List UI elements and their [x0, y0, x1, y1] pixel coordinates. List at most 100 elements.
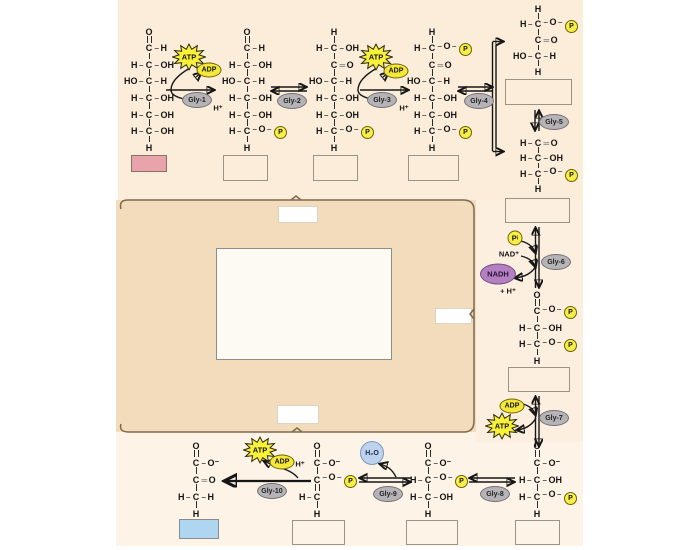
single-bond [246, 119, 248, 126]
single-bond [536, 484, 538, 491]
single-bond [431, 85, 433, 93]
answer-box-4[interactable] [408, 155, 459, 181]
molecule-row: H–C–OH [131, 109, 174, 120]
double-bond [248, 36, 250, 43]
single-bond [333, 135, 335, 143]
single-bond [431, 119, 433, 126]
single-bond [431, 69, 433, 76]
plus-h-label: + H⁺ [500, 286, 516, 296]
answer-box-7[interactable] [508, 367, 570, 392]
molecule-row: H–C–O–P [508, 17, 578, 33]
molecule-row: O [424, 440, 432, 451]
molecule-row: O [145, 26, 153, 37]
molecule-row: H [534, 66, 542, 77]
molecule-row: C–H [243, 43, 265, 54]
single-bond [431, 135, 433, 143]
molecule-row: C–H [145, 43, 167, 54]
answer-box-8[interactable] [515, 520, 560, 545]
molecule-row: H–C–OH [519, 474, 562, 485]
answer-box-pyruvate[interactable] [179, 519, 219, 539]
enzyme-gly-6: Gly-6 [541, 254, 571, 270]
molecule-row: H–C–OH [316, 43, 359, 54]
h-plus-label-3: H⁺ [295, 459, 305, 469]
answer-box-6[interactable] [505, 198, 570, 223]
single-bond [316, 467, 318, 474]
molecule-row: H [533, 508, 541, 519]
single-bond [148, 135, 150, 143]
adp-label-3: ADP [499, 398, 525, 414]
molecule-row: H–C–O–P [304, 124, 374, 140]
phosphate-icon: P [563, 491, 577, 505]
phosphate-icon: P [563, 306, 577, 320]
molecule-row: H–C–OH [519, 322, 562, 333]
answer-box-5[interactable] [505, 79, 572, 105]
single-bond [537, 60, 539, 67]
molecule-row: C–O⁻ [424, 457, 452, 468]
single-bond [246, 85, 248, 93]
molecule-row: H–C–O–P [402, 41, 472, 57]
molecule-row: C═O [192, 474, 216, 485]
answer-box-10[interactable] [292, 520, 345, 545]
h-plus-label-2: H⁺ [399, 103, 409, 113]
molecule-row: H–C–OH [229, 92, 272, 103]
adp-label-4: ADP [269, 454, 295, 470]
molecule-row: HO–C–H [513, 50, 556, 61]
single-bond [148, 119, 150, 126]
molecule-row: H–C–O–P [402, 124, 472, 140]
molecule-row: C═O [330, 59, 354, 70]
molecule-row: C–O–P [287, 472, 357, 488]
single-bond [537, 178, 539, 184]
double-bond [426, 450, 427, 457]
double-bond [315, 484, 316, 491]
single-bond [333, 119, 335, 126]
h-plus-label-1: H⁺ [213, 103, 223, 113]
double-bond [538, 450, 540, 457]
molecule-row: H–C═O [520, 137, 558, 148]
double-bond [535, 299, 536, 306]
molecule-row: O [313, 440, 321, 451]
phosphate-icon: P [564, 168, 578, 182]
double-bond [150, 36, 152, 43]
molecule-row: HO–C–H [124, 76, 167, 87]
single-bond [536, 332, 538, 339]
single-bond [536, 315, 538, 322]
molecule-row: C═O [428, 59, 452, 70]
atp-label-3: ATP [485, 412, 519, 440]
answer-box-9[interactable] [406, 520, 458, 545]
molecule-row: H [534, 3, 542, 14]
molecule-row: H [330, 142, 338, 153]
answer-box-2[interactable] [223, 155, 268, 181]
molecule-row: H [424, 508, 432, 519]
answer-box-3[interactable] [313, 155, 358, 181]
molecule-row: H–C–OH [131, 92, 174, 103]
answer-box-glucose[interactable] [131, 155, 167, 172]
double-bond [429, 450, 431, 457]
molecule-row: C–O⁻ [313, 457, 341, 468]
double-bond [245, 36, 246, 43]
molecule-row: H–C–O–P [507, 489, 577, 505]
enzyme-gly-5: Gly-5 [539, 114, 569, 130]
single-bond [431, 52, 433, 60]
phosphate-icon: P [458, 126, 472, 140]
single-bond [537, 13, 539, 19]
molecule-row: C–O⁻ [192, 457, 220, 468]
molecule-row: H–C–OH [414, 109, 457, 120]
double-bond [318, 484, 320, 491]
single-bond [431, 102, 433, 109]
single-bond [333, 85, 335, 93]
double-bond [315, 450, 316, 457]
molecule-row: H [534, 184, 542, 194]
molecule-row: H [313, 508, 321, 519]
single-bond [333, 69, 335, 76]
molecule-row: H [145, 142, 153, 153]
single-bond [431, 36, 433, 43]
enzyme-gly-9: Gly-9 [373, 486, 403, 502]
molecule-row: H–C–OH [229, 59, 272, 70]
molecule-row: H–C–H [178, 491, 214, 502]
single-bond [333, 36, 335, 43]
molecule-row: O [192, 440, 200, 451]
molecule-row: O [243, 26, 251, 37]
double-bond [197, 450, 199, 457]
molecule-row: H–C–OH [414, 92, 457, 103]
